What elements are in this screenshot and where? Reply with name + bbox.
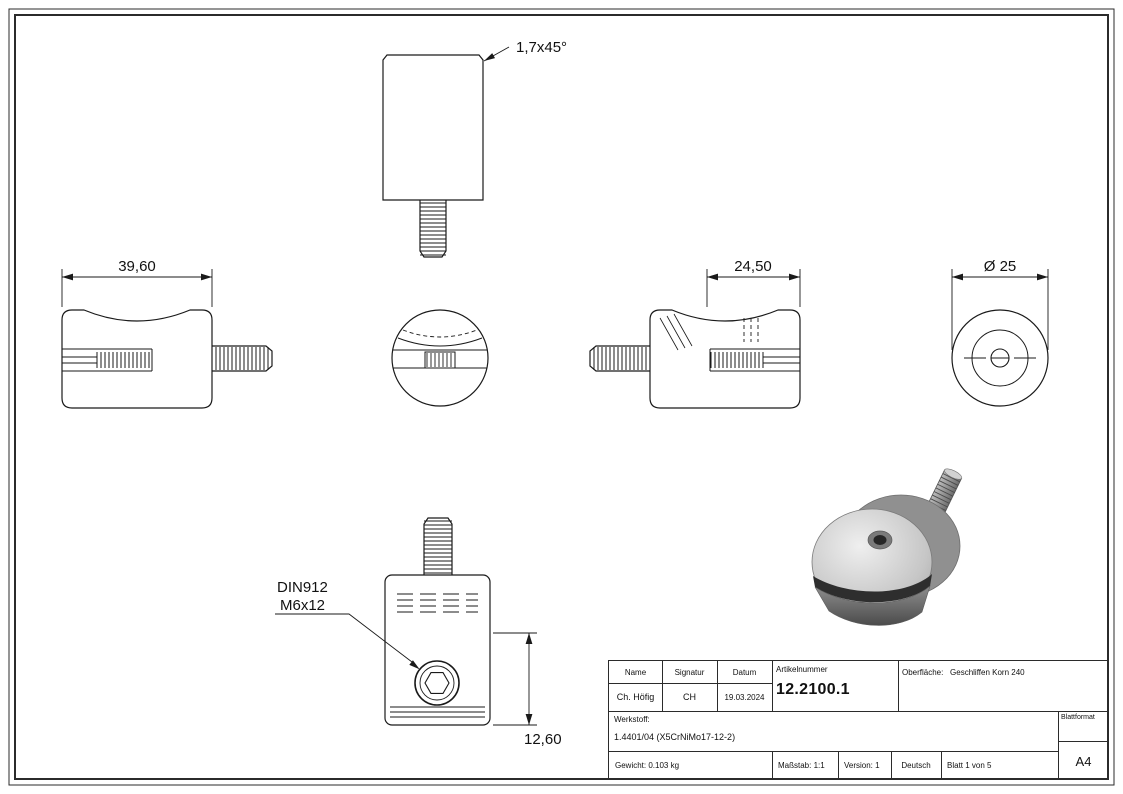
tb-signatur-value: CH <box>683 692 696 702</box>
tb-blattformat-label: Blattformat <box>1061 714 1095 721</box>
dim-diameter: Ø 25 <box>951 258 1049 350</box>
dim-width-label: 39,60 <box>118 258 156 275</box>
dim-width: 39,60 <box>61 258 213 307</box>
dim-depth-label: 24,50 <box>734 258 772 275</box>
tb-massstab: Maßstab: 1:1 <box>778 761 825 770</box>
side-view-right <box>589 309 801 409</box>
leader-arrow <box>484 53 495 61</box>
diameter-view <box>951 309 1049 407</box>
top-view <box>391 309 489 407</box>
tb-werkstoff-label: Werkstoff: <box>614 715 650 724</box>
iso-view <box>811 468 963 626</box>
dim-diameter-label: Ø 25 <box>984 258 1017 275</box>
dim-depth: 24,50 <box>706 258 801 307</box>
tb-blattformat-value: A4 <box>1075 754 1092 769</box>
tb-blatt: Blatt 1 von 5 <box>947 761 992 770</box>
tb-surface-value: Geschliffen Korn 240 <box>950 668 1025 677</box>
leader-arrow <box>409 660 420 670</box>
front-view <box>382 54 484 258</box>
tb-werkstoff-value: 1.4401/04 (X5CrNiMo17-12-2) <box>614 732 736 742</box>
tb-surface-label: Oberfläche: <box>902 668 944 677</box>
tb-gewicht: Gewicht: 0.103 kg <box>615 761 680 770</box>
tb-header-artikelnummer: Artikelnummer <box>776 665 828 674</box>
tb-version: Version: 1 <box>844 761 880 770</box>
tb-sprache: Deutsch <box>901 761 931 770</box>
dim-height: 12,60 <box>493 632 562 748</box>
screw-norm-label: DIN912 <box>277 579 328 596</box>
iso-slot <box>813 574 932 603</box>
sheet-frame <box>8 8 1115 786</box>
chamfer-note: 1,7x45° <box>483 39 567 62</box>
tb-header-name: Name <box>624 668 647 677</box>
tb-surface: Oberfläche: Geschliffen Korn 240 <box>902 668 1025 677</box>
screw-size-label: M6x12 <box>280 597 325 614</box>
dim-height-label: 12,60 <box>524 731 562 748</box>
chamfer-dim-label: 1,7x45° <box>516 39 567 56</box>
title-block: Name Signatur Datum Artikelnummer Oberfl… <box>608 660 1109 780</box>
tb-name-value: Ch. Höfig <box>616 692 655 702</box>
tb-header-datum: Datum <box>732 668 757 677</box>
screw-note: DIN912 M6x12 <box>275 579 420 670</box>
iso-jaw <box>814 585 931 626</box>
side-view-left <box>61 309 273 409</box>
tb-datum-value: 19.03.2024 <box>724 693 765 702</box>
tb-artikelnummer-value: 12.2100.1 <box>776 681 850 698</box>
bottom-view <box>384 517 491 726</box>
tb-header-signatur: Signatur <box>674 668 705 677</box>
